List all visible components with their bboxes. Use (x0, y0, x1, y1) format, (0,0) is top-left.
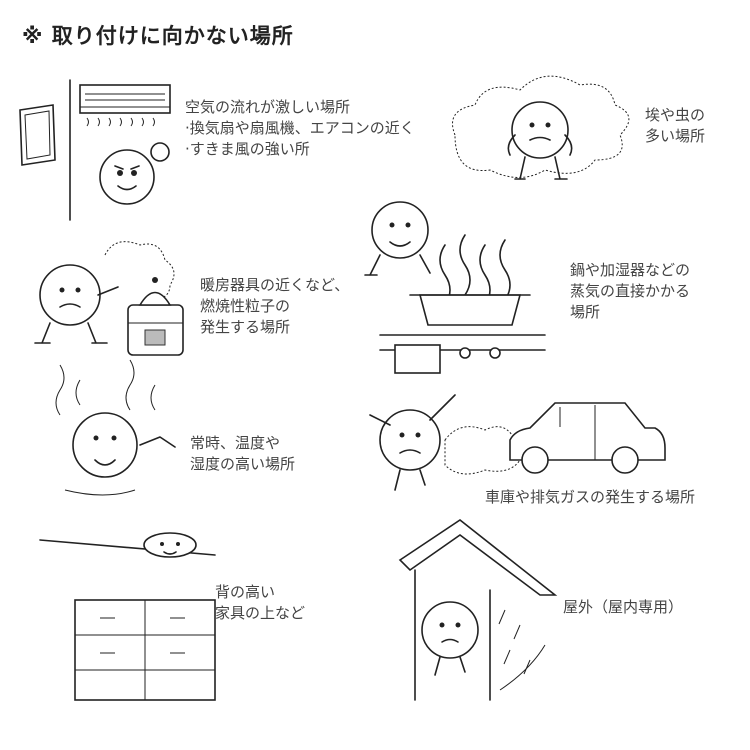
label-steam: 鍋や加湿器などの 蒸気の直接かかる 場所 (570, 261, 691, 321)
label-humidity: 常時、温度や 湿度の高い場所 (190, 434, 296, 473)
humidity-illustration (55, 359, 176, 496)
label-dust-insects: 埃や虫の 多い場所 (645, 106, 706, 145)
label-heater: 暖房器具の近くなど、 燃焼性粒子の 発生する場所 (200, 276, 350, 336)
heater-illustration (34, 241, 184, 356)
label-air-flow: 空気の流れが激しい場所 ·換気扇や扇風機、エアコンの近く ·すきま風の強い所 (185, 98, 415, 158)
steam-pot-illustration (364, 201, 546, 374)
furniture-illustration (39, 532, 216, 701)
car-exhaust-illustration (369, 394, 666, 491)
label-garage: 車庫や排気ガスの発生する場所 (485, 488, 696, 506)
air-conditioner-illustration (19, 79, 171, 221)
label-high-furniture: 背の高い 家具の上など (215, 583, 306, 622)
label-outdoor: 屋外（屋内専用） (563, 598, 684, 616)
page-title: ※ 取り付けに向かない場所 (22, 24, 294, 48)
dust-cloud-illustration (452, 75, 630, 180)
outdoor-rain-illustration (398, 519, 558, 701)
